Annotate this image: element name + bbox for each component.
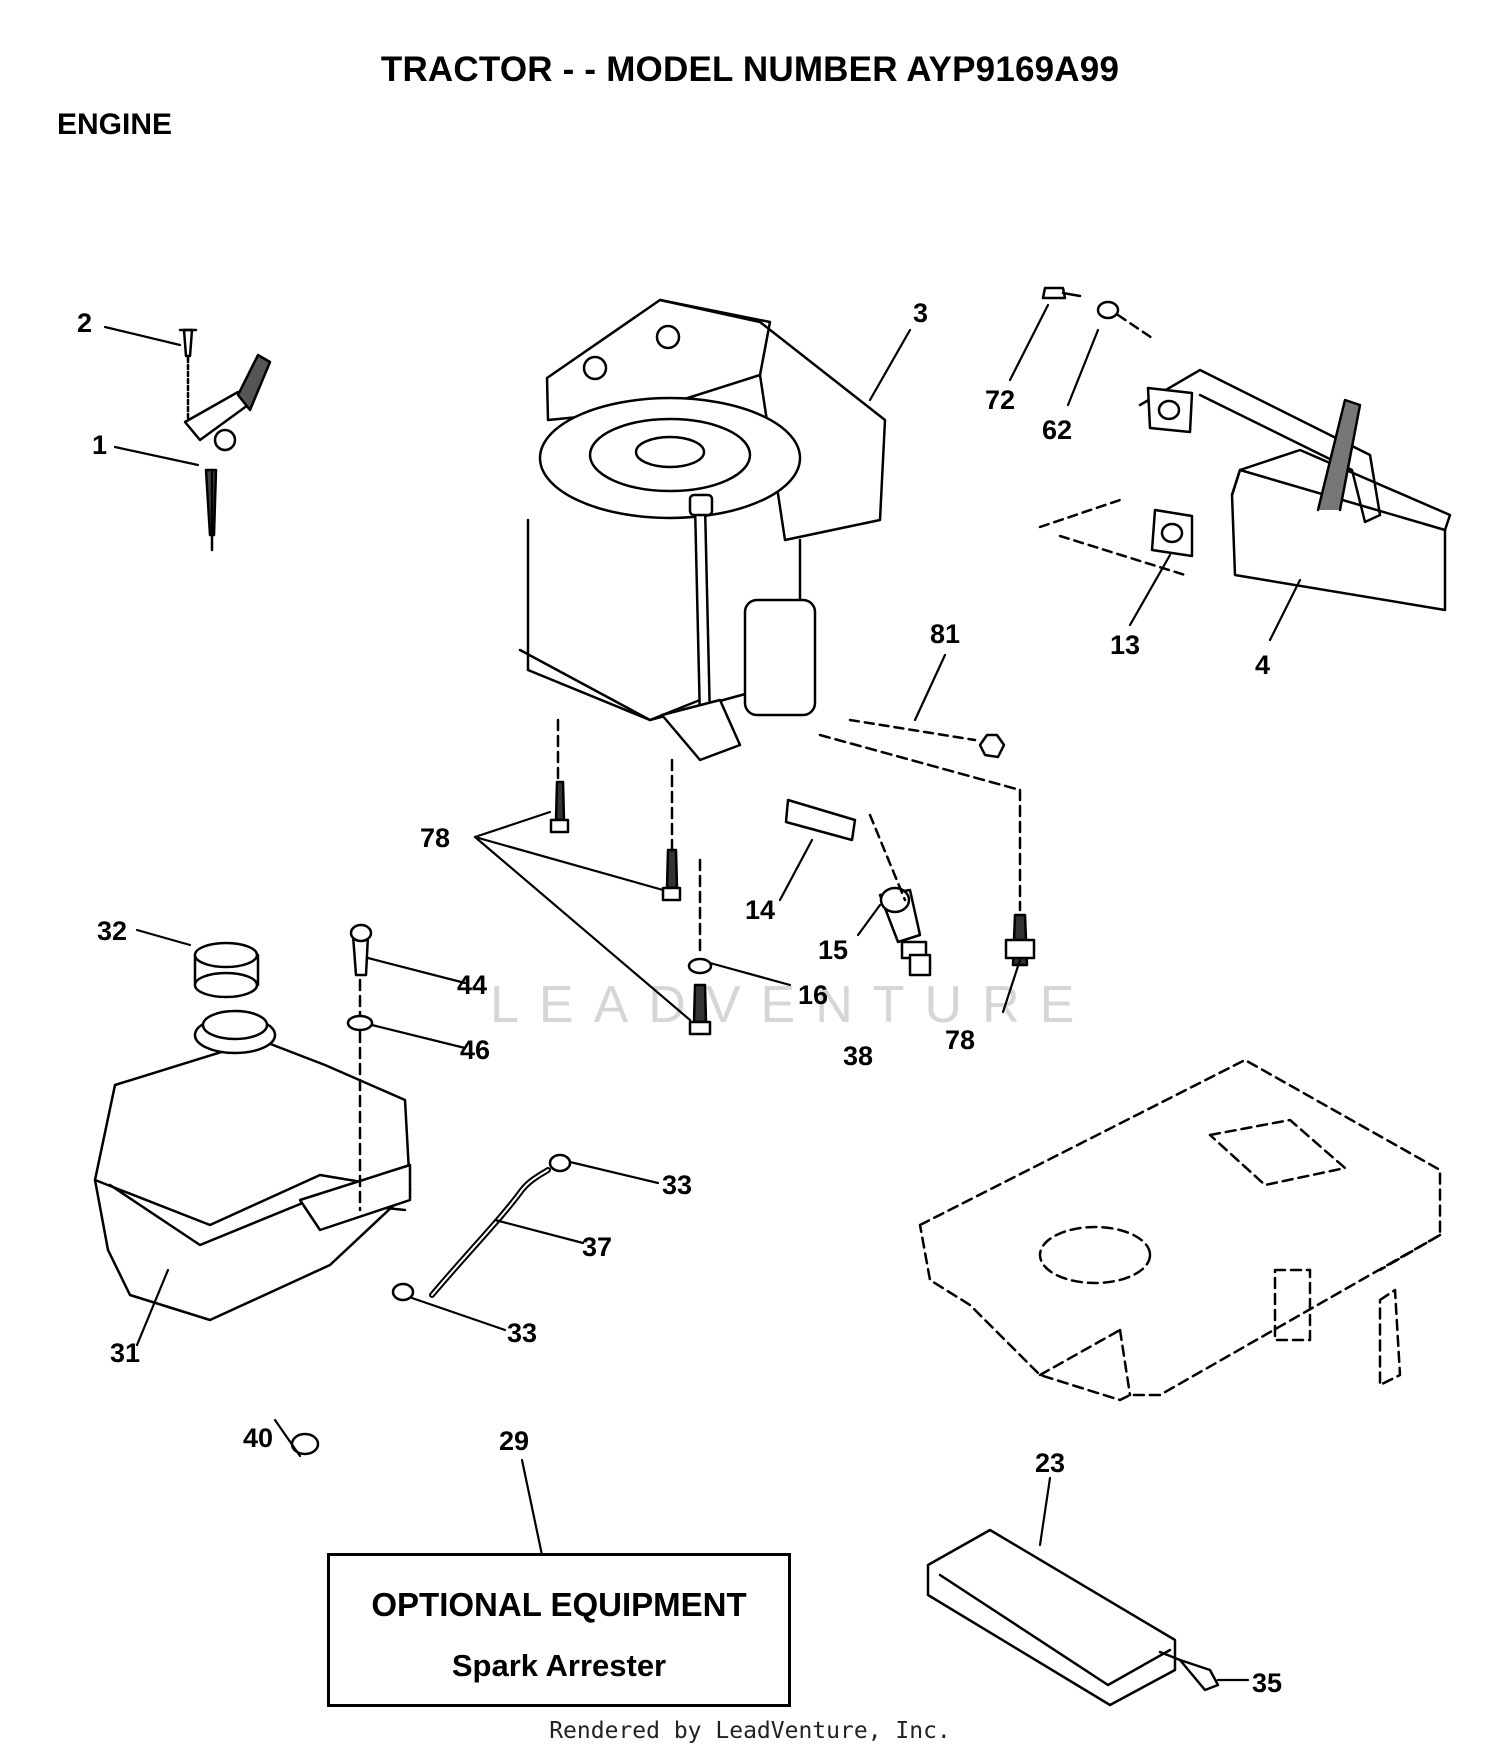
engine-illustration xyxy=(518,298,887,762)
fuel-line-illustration xyxy=(391,1153,572,1302)
watermark: LEADVENTURE xyxy=(490,976,1095,1034)
footer-credit: Rendered by LeadVenture, Inc. xyxy=(549,1718,951,1744)
callout-78-left: 78 xyxy=(420,823,451,853)
callout-33-top: 33 xyxy=(662,1170,693,1200)
callout-35: 35 xyxy=(1252,1668,1283,1698)
leader-lines xyxy=(103,303,1302,1682)
callout-44: 44 xyxy=(457,970,488,1000)
callout-78-right: 78 xyxy=(945,1025,976,1055)
drain-and-bolts-illustration xyxy=(549,718,1036,1036)
callout-40: 40 xyxy=(243,1423,274,1453)
optional-equipment-item: Spark Arrester xyxy=(451,1648,667,1683)
callout-16: 16 xyxy=(798,980,829,1010)
callout-32: 32 xyxy=(97,916,128,946)
callout-37: 37 xyxy=(582,1232,613,1262)
callout-3: 3 xyxy=(913,298,929,328)
frame-illustration xyxy=(918,1058,1442,1402)
callout-46: 46 xyxy=(460,1035,491,1065)
callout-15: 15 xyxy=(818,935,849,965)
muffler-illustration xyxy=(1038,286,1452,612)
callout-1: 1 xyxy=(92,430,108,460)
plate-illustration xyxy=(926,1528,1220,1707)
callout-4: 4 xyxy=(1255,650,1271,680)
callout-62: 62 xyxy=(1042,415,1073,445)
callout-13: 13 xyxy=(1110,630,1141,660)
optional-equipment-heading: OPTIONAL EQUIPMENT xyxy=(371,1586,747,1623)
callout-29: 29 xyxy=(499,1426,530,1456)
callout-14: 14 xyxy=(745,895,776,925)
fuel-tank-illustration xyxy=(93,923,412,1456)
page-title: TRACTOR - - MODEL NUMBER AYP9169A99 xyxy=(380,50,1120,89)
callout-2: 2 xyxy=(77,308,93,338)
callout-33-bottom: 33 xyxy=(507,1318,538,1348)
callout-81: 81 xyxy=(930,619,961,649)
callout-23: 23 xyxy=(1035,1448,1066,1478)
callout-38: 38 xyxy=(843,1041,874,1071)
optional-equipment-box: OPTIONAL EQUIPMENT Spark Arrester xyxy=(327,1553,791,1707)
callout-31: 31 xyxy=(110,1338,141,1368)
throttle-control-illustration xyxy=(178,328,272,552)
callout-72: 72 xyxy=(985,385,1016,415)
section-heading: ENGINE xyxy=(57,108,173,141)
